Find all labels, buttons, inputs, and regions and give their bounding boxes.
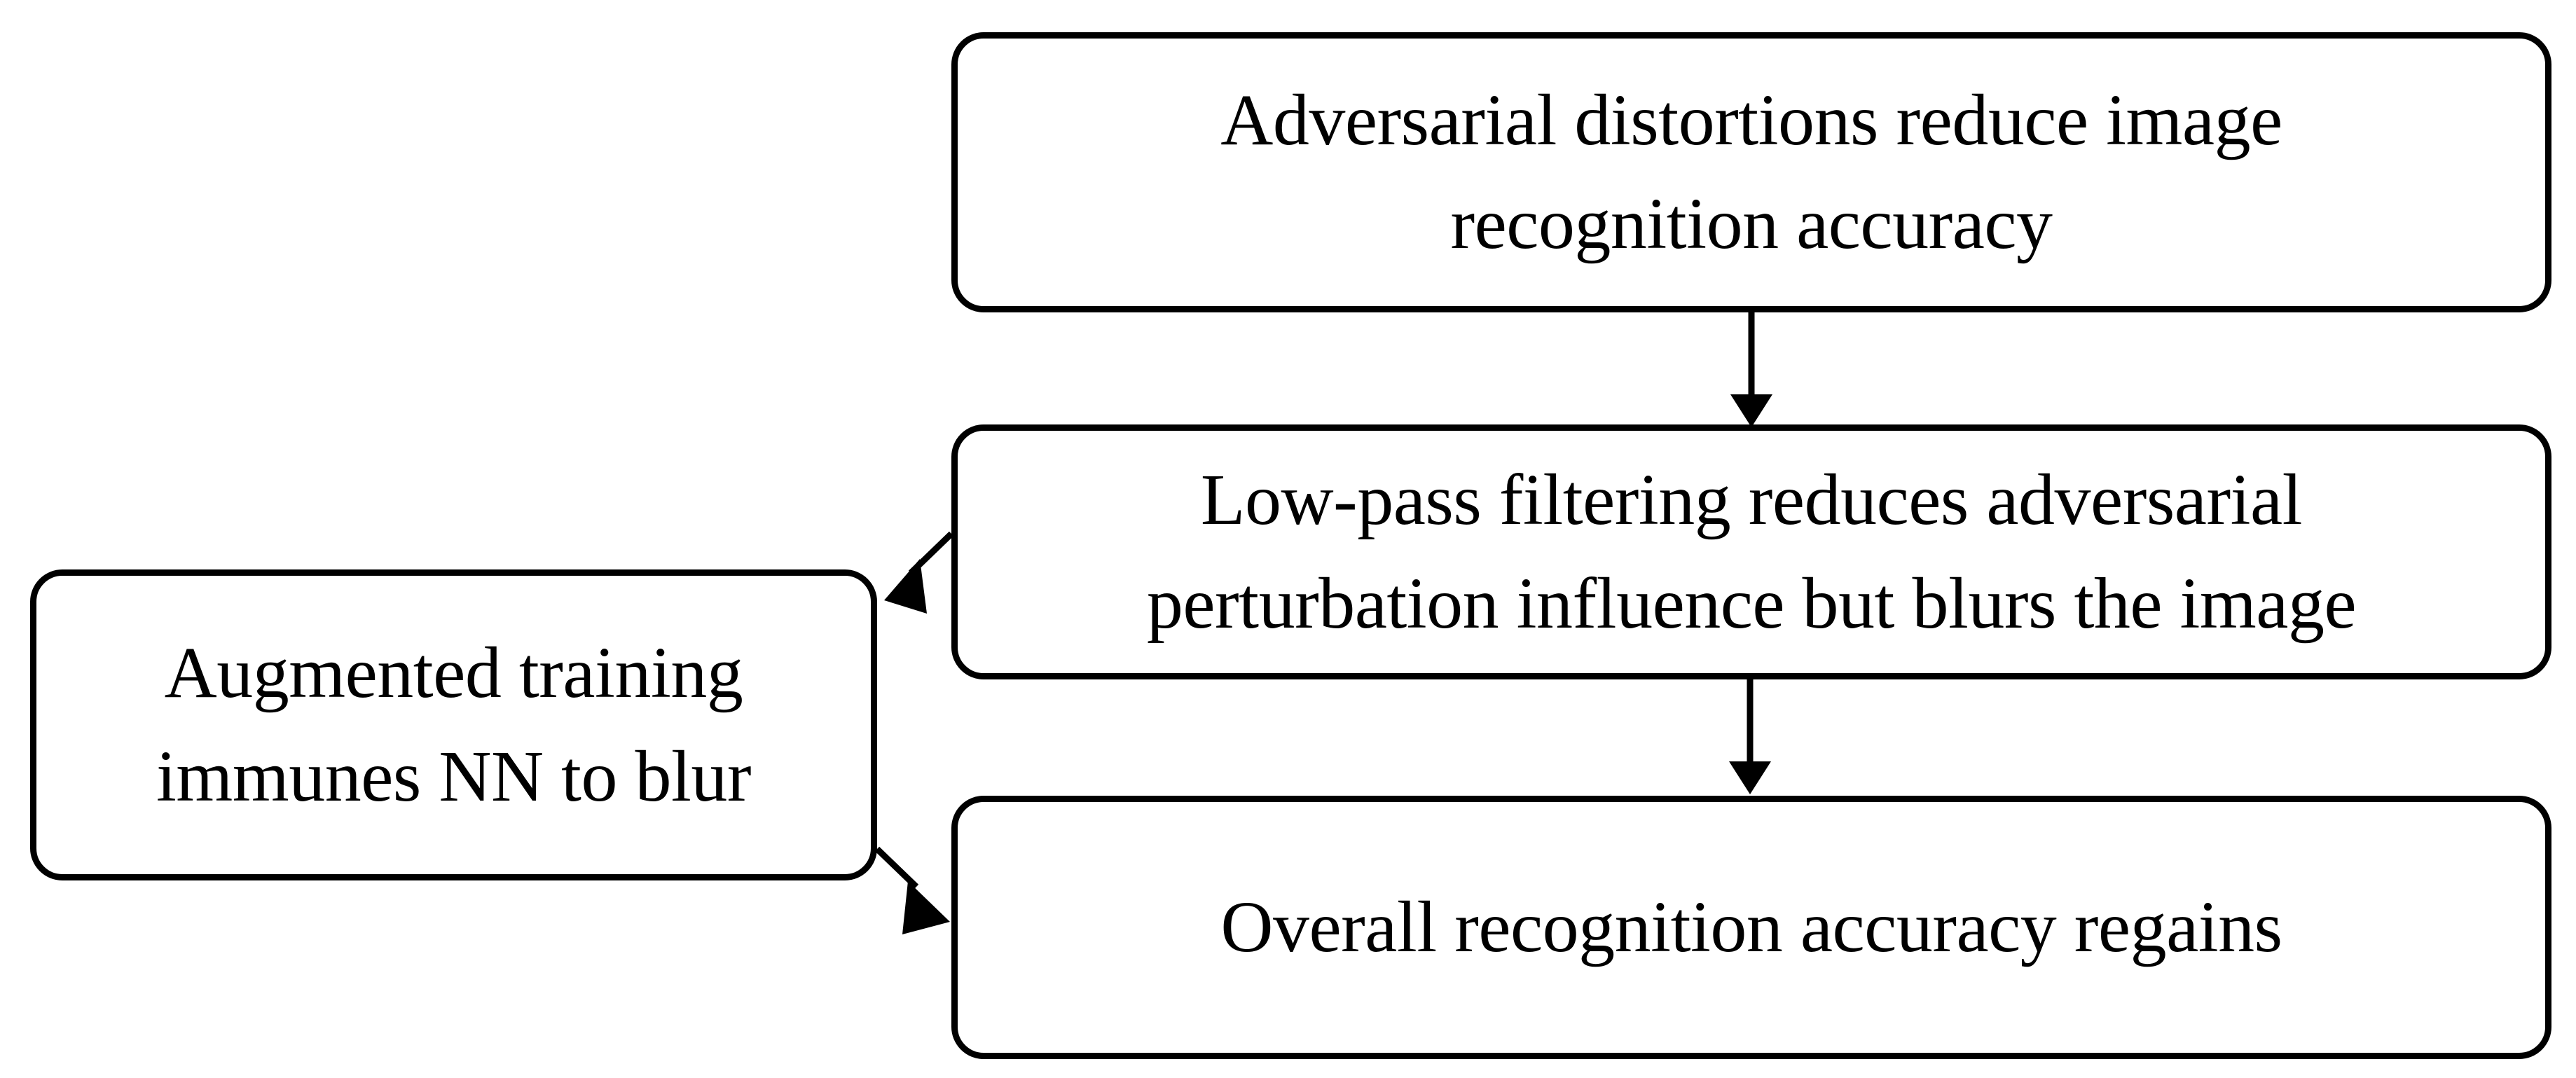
overall-accuracy-node[interactable]: Overall recognition accuracy regains [951,796,2551,1059]
adversarial-distortions-node[interactable]: Adversarial distortions reduce image rec… [951,32,2551,312]
overall-accuracy-node-label: Overall recognition accuracy regains [1220,887,2282,968]
edge-node2-to-node3-arrowhead [884,559,927,614]
edge-node1-to-node2-arrowhead [1730,394,1772,427]
edge-node2-to-node3 [884,531,954,614]
edge-node1-to-node2 [1730,312,1772,427]
edge-node3-to-node4 [874,846,950,934]
edge-node2-to-node4-arrowhead [1729,761,1771,794]
augmented-training-node[interactable]: Augmented training immunes NN to blur [30,569,877,880]
adversarial-distortions-node-label: Adversarial distortions reduce image rec… [1220,80,2282,264]
edge-node3-to-node4-arrowhead [902,881,950,934]
edge-node3-to-node4-line [874,846,919,890]
low-pass-filtering-node-label: Low-pass filtering reduces adversarial p… [1146,459,2357,644]
augmented-training-node-label: Augmented training immunes NN to blur [156,633,751,817]
edge-node2-to-node4 [1729,679,1771,794]
low-pass-filtering-node[interactable]: Low-pass filtering reduces adversarial p… [951,424,2551,679]
